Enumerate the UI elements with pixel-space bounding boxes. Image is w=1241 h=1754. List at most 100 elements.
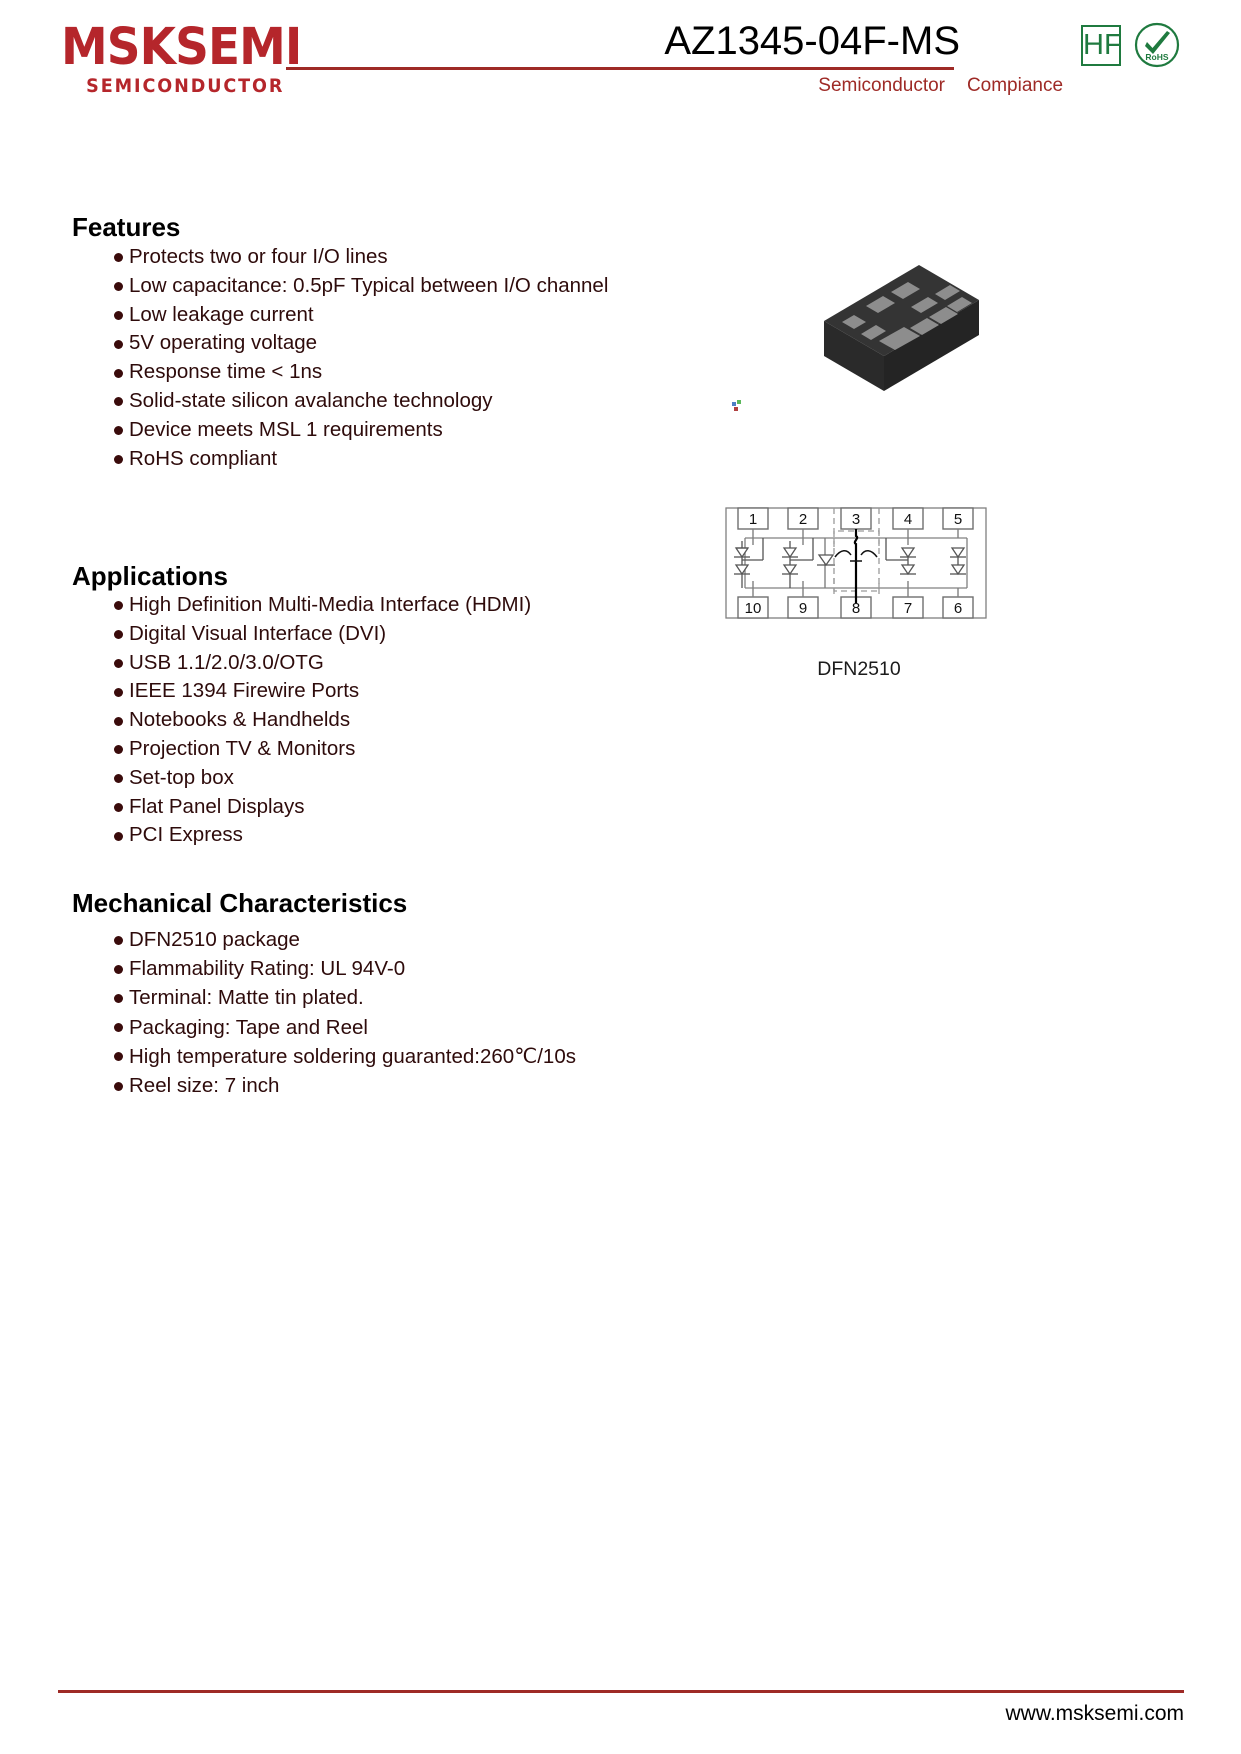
list-item: High temperature soldering guaranted:260…: [72, 1042, 576, 1071]
bullet-icon: [114, 831, 123, 841]
bullet-icon: [114, 310, 123, 320]
bullet-icon: [114, 745, 123, 755]
bullet-icon: [114, 253, 123, 263]
bullet-icon: [114, 426, 123, 436]
list-item-label: High temperature soldering guaranted:260…: [129, 1044, 576, 1068]
list-item: Flat Panel Displays: [72, 793, 531, 822]
list-item: Reel size: 7 inch: [72, 1071, 576, 1100]
schematic-diagram: 1 2 3 4 5 10 9 8: [725, 507, 987, 619]
pin-configuration-schematic: 1 2 3 4 5 10 9 8: [721, 503, 991, 623]
logo-wordmark: MSKSEMI: [60, 18, 302, 77]
compliance-label: Compiance: [966, 75, 1064, 96]
list-item: Response time < 1ns: [72, 358, 608, 387]
bullet-icon: [114, 397, 123, 407]
list-item: Notebooks & Handhelds: [72, 706, 531, 735]
list-item: Set-top box: [72, 764, 531, 793]
tvs-diode-group-pin4: [885, 538, 916, 576]
footer-divider-rule: [58, 1690, 1184, 1693]
shunt-diode-center: [817, 554, 835, 567]
bullet-icon: [114, 601, 123, 611]
list-item-label: USB 1.1/2.0/3.0/OTG: [129, 650, 324, 674]
svg-text:7: 7: [904, 600, 912, 617]
rohs-badge: RoHS: [1134, 22, 1180, 68]
page-title: AZ1345-04F-MS: [664, 19, 960, 63]
list-item-label: Terminal: Matte tin plated.: [129, 986, 364, 1010]
bullet-icon: [114, 802, 123, 812]
bullet-icon: [114, 1023, 123, 1033]
rohs-check-icon: RoHS: [1134, 22, 1180, 68]
svg-text:8: 8: [852, 600, 860, 617]
semiconductor-label: Semiconductor: [818, 75, 945, 96]
svg-text:4: 4: [904, 511, 912, 528]
bullet-icon: [114, 1081, 123, 1091]
bullet-icon: [114, 964, 123, 974]
list-item: Protects two or four I/O lines: [72, 243, 608, 272]
list-item: Digital Visual Interface (DVI): [72, 620, 531, 649]
bullet-icon: [114, 282, 123, 292]
features-heading: Features: [72, 212, 181, 242]
list-item: USB 1.1/2.0/3.0/OTG: [72, 649, 531, 678]
bullet-icon: [114, 454, 123, 464]
footer-website-url[interactable]: www.msksemi.com: [1005, 1702, 1184, 1725]
list-item-label: Digital Visual Interface (DVI): [129, 621, 387, 645]
list-item: Terminal: Matte tin plated.: [72, 983, 576, 1012]
list-item: Low leakage current: [72, 301, 608, 330]
tvs-diode-group-pin2: [782, 538, 814, 588]
logo-tagline: SEMICONDUCTOR: [86, 76, 285, 97]
list-item-label: Protects two or four I/O lines: [129, 245, 388, 268]
list-item-label: DFN2510 package: [129, 928, 300, 951]
svg-text:9: 9: [799, 600, 807, 617]
mechanical-characteristics-heading: Mechanical Characteristics: [72, 888, 408, 918]
features-list: Protects two or four I/O lines Low capac…: [72, 243, 608, 473]
list-item-label: Flat Panel Displays: [129, 794, 305, 818]
applications-list: High Definition Multi-Media Interface (H…: [72, 591, 531, 850]
list-item-label: Low capacitance: 0.5pF Typical between I…: [129, 273, 609, 297]
list-item-label: High Definition Multi-Media Interface (H…: [129, 593, 532, 616]
list-item-label: Notebooks & Handhelds: [129, 708, 351, 732]
halogen-free-badge: HF: [1081, 25, 1122, 66]
list-item-label: Flammability Rating: UL 94V-0: [129, 957, 406, 981]
bullet-icon: [114, 994, 123, 1003]
package-caption: DFN2510: [817, 658, 901, 680]
tvs-diode-group-pin1: [734, 538, 764, 588]
tvs-diode-group-pin5: [950, 547, 966, 576]
svg-text:6: 6: [954, 600, 962, 617]
page-header: MSKSEMI SEMICONDUCTOR AZ1345-04F-MS Semi…: [0, 0, 1241, 118]
list-item: PCI Express: [72, 821, 531, 850]
list-item: IEEE 1394 Firewire Ports: [72, 677, 531, 706]
pin3-pin8-connection: [853, 529, 859, 603]
svg-text:3: 3: [852, 511, 860, 528]
bullet-icon: [114, 339, 123, 349]
list-item-label: Device meets MSL 1 requirements: [129, 417, 443, 441]
mechanical-characteristics-list: DFN2510 package Flammability Rating: UL …: [72, 925, 576, 1100]
dfn-package-drawing: [732, 265, 979, 411]
bullet-icon: [114, 687, 123, 697]
svg-text:2: 2: [799, 511, 807, 528]
bullet-icon: [114, 368, 123, 378]
header-divider-rule: [286, 67, 954, 70]
applications-heading: Applications: [72, 561, 229, 591]
list-item: Device meets MSL 1 requirements: [72, 416, 608, 445]
svg-text:RoHS: RoHS: [1145, 52, 1168, 62]
connection-break-marks: [834, 550, 878, 562]
svg-text:5: 5: [954, 511, 962, 528]
list-item-label: IEEE 1394 Firewire Ports: [129, 679, 360, 703]
list-item-label: Response time < 1ns: [129, 360, 323, 384]
list-item-label: RoHS compliant: [129, 446, 278, 470]
list-item-label: Projection TV & Monitors: [129, 736, 356, 760]
list-item-label: Set-top box: [129, 765, 234, 789]
list-item: Flammability Rating: UL 94V-0: [72, 954, 576, 983]
list-item-label: Low leakage current: [129, 302, 314, 326]
bullet-icon: [114, 658, 123, 668]
bullet-icon: [114, 716, 123, 726]
list-item-label: Packaging: Tape and Reel: [129, 1015, 368, 1039]
svg-text:1: 1: [749, 511, 757, 528]
list-item: Solid-state silicon avalanche technology: [72, 387, 608, 416]
bullet-icon: [114, 935, 123, 945]
list-item: DFN2510 package: [72, 925, 576, 954]
pin-boxes-top: 1 2 3 4 5: [737, 507, 974, 530]
list-item-label: PCI Express: [129, 823, 243, 847]
package-3d-image: [714, 243, 1034, 433]
list-item: RoHS compliant: [72, 445, 608, 474]
